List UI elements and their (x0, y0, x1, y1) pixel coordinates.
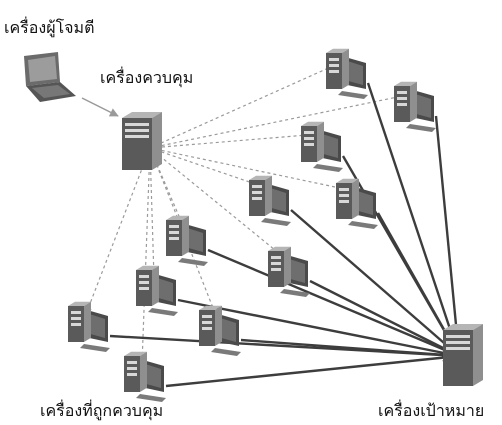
bot-computer-2 (394, 81, 436, 132)
bot-computer-9 (199, 305, 241, 356)
controller-server (122, 112, 162, 170)
bot-computer-3 (301, 121, 343, 172)
attack-arrows (109, 82, 466, 388)
command-arrow-3 (149, 130, 320, 149)
bot-computer-1 (326, 48, 368, 99)
attacker-label: เครื่องผู้โจมตี (4, 18, 95, 37)
attack-arrow-6 (309, 279, 461, 358)
attacker-to-controller-arrow (81, 97, 119, 117)
attack-arrow-2 (434, 115, 466, 358)
bot-computer-4 (336, 178, 378, 229)
command-arrow-2 (149, 91, 413, 149)
attack-arrow-11 (165, 349, 461, 388)
command-arrow-4 (149, 147, 355, 194)
command-arrows (84, 60, 413, 365)
bot-computer-10 (68, 301, 110, 352)
bot-computer-6 (268, 246, 310, 297)
bot-computer-8 (136, 265, 178, 316)
bot-computer-11 (124, 351, 166, 402)
command-arrow-6 (149, 147, 287, 260)
attack-arrow-8 (177, 298, 461, 362)
attack-arrow-5 (290, 209, 461, 358)
command-arrow-11 (138, 147, 151, 365)
attack-arrow-10 (109, 334, 461, 364)
attack-arrow-1 (366, 82, 463, 358)
bot-computer-5 (249, 175, 291, 226)
attack-arrow-7 (207, 248, 461, 358)
target-label: เครื่องเป้าหมาย (378, 401, 485, 420)
target-server (443, 324, 483, 386)
bot-computer-7 (166, 215, 208, 266)
command-arrow-8 (149, 147, 158, 279)
bots-label: เครื่องที่ถูกควบคุม (40, 401, 164, 420)
controller-label: เครื่องควบคุม (100, 68, 194, 87)
attacker-laptop (24, 52, 76, 102)
command-arrow-5 (149, 147, 268, 190)
